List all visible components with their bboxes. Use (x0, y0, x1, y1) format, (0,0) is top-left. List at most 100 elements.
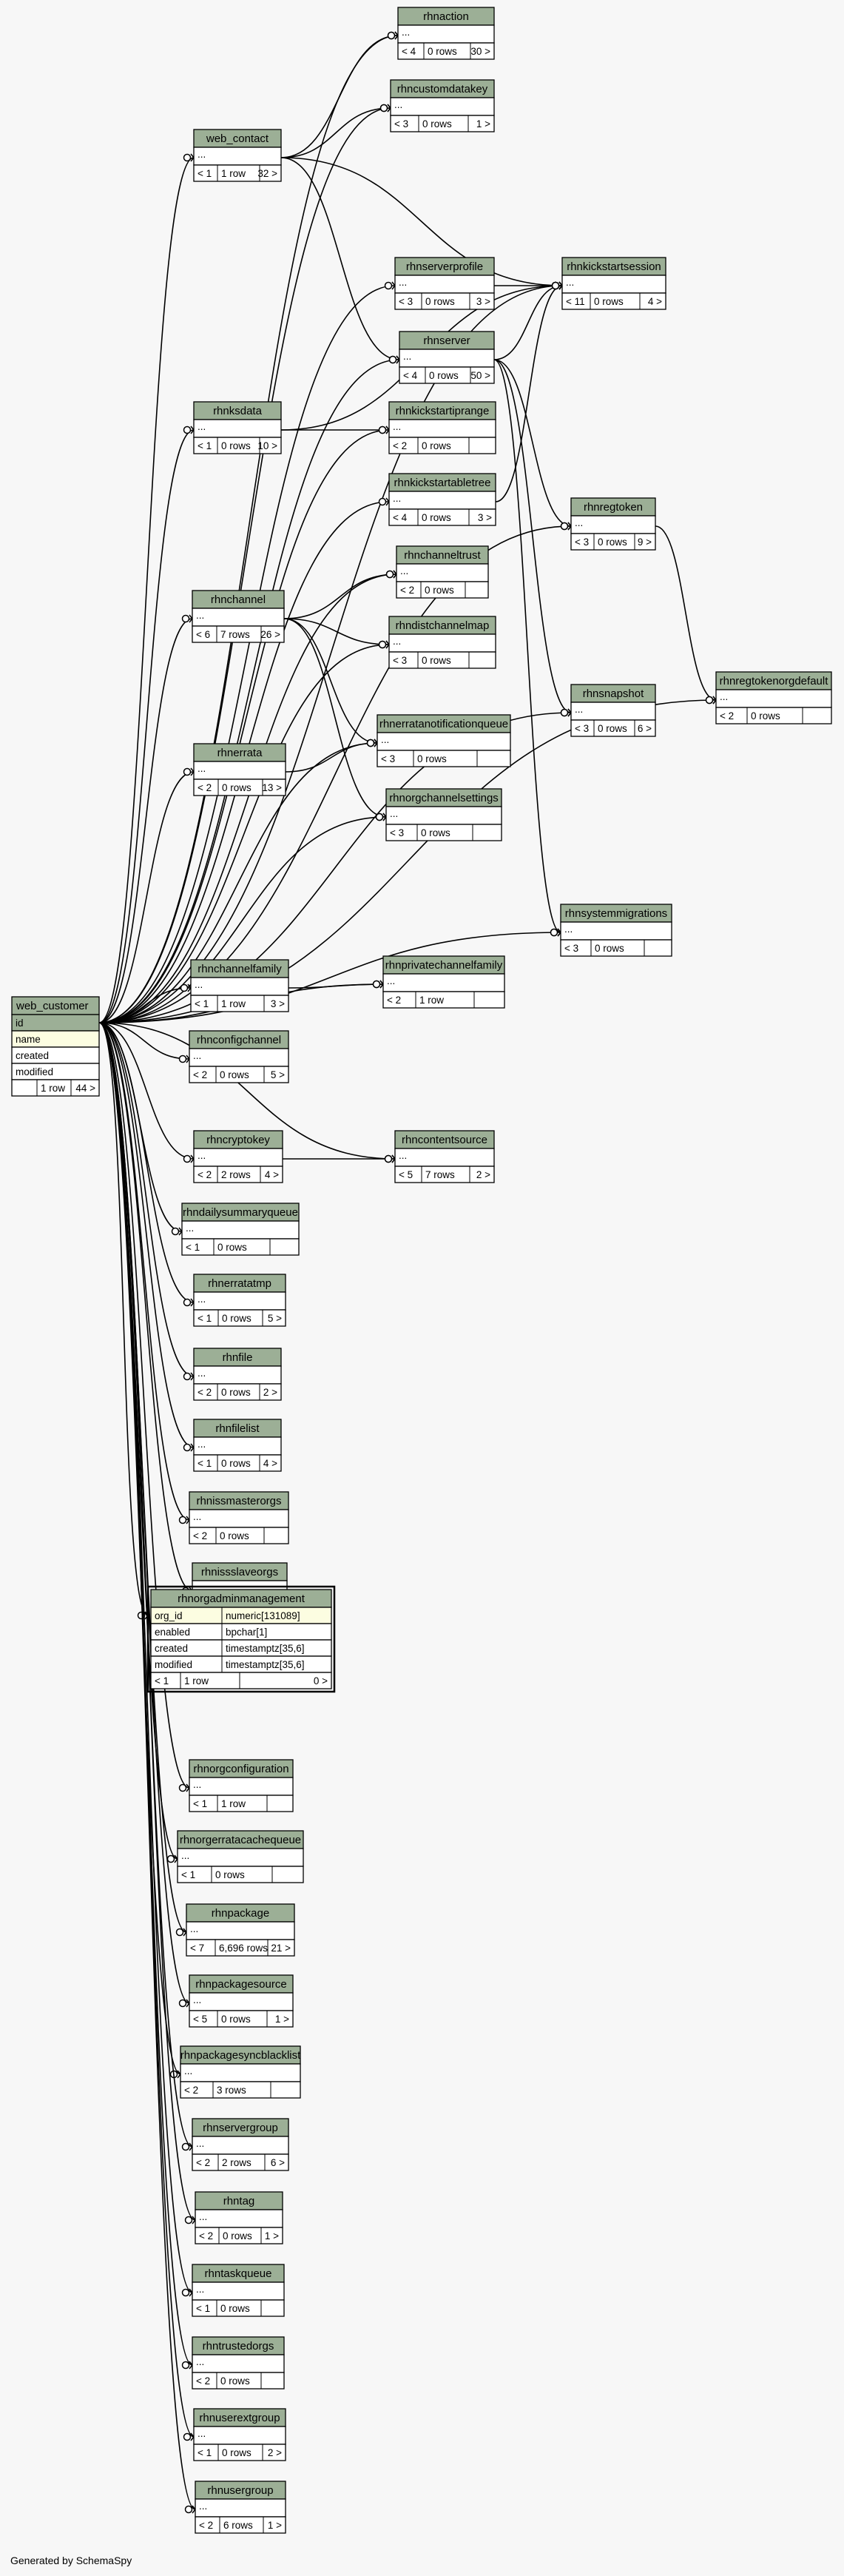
table-header (396, 545, 489, 565)
columns-collapsed (377, 732, 511, 751)
parents-count: < 3 (399, 296, 413, 307)
edge-rhnserver-rhnsnapshot (493, 359, 572, 713)
cardinality-marker (372, 980, 381, 989)
edge-web_customer-rhnconfigchannel (98, 1022, 190, 1060)
cardinality-marker (550, 928, 558, 937)
edge-web_customer-rhnaction (98, 35, 399, 1023)
table-name: rhntaskqueue (205, 2267, 272, 2280)
children-count: 32 > (257, 168, 277, 179)
table-header (390, 79, 495, 98)
ellipsis: ... (198, 149, 206, 160)
parents-count: < 4 (403, 370, 418, 381)
table-name: rhnprivatechannelfamily (385, 959, 503, 972)
columns-collapsed (193, 419, 282, 438)
ellipsis: ... (190, 1923, 198, 1934)
table-name: rhnuserextgroup (199, 2412, 280, 2424)
children-count: 5 > (268, 1313, 282, 1324)
cardinality-marker (560, 522, 569, 531)
ellipsis: ... (393, 493, 401, 504)
table-name: rhnpackagesyncblacklist (180, 2049, 301, 2062)
table-header (193, 743, 286, 762)
children-count: 6 > (638, 723, 652, 734)
ellipsis: ... (196, 1582, 204, 1593)
table-name: rhnfilelist (215, 1422, 260, 1435)
crow-foot (190, 1447, 195, 1452)
crow-foot (385, 426, 390, 431)
row-count: 0 rows (422, 512, 451, 523)
cardinality-marker (385, 570, 394, 579)
parents-count: < 5 (399, 1169, 413, 1180)
table-name: rhnorgadminmanagement (178, 1593, 305, 1605)
row-count: 0 rows (598, 537, 627, 548)
crow-foot (394, 35, 399, 40)
cardinality-marker (181, 614, 190, 623)
row-count: 7 rows (425, 1169, 455, 1180)
crow-foot (189, 2288, 193, 2293)
cardinality-marker (378, 426, 387, 434)
edge-rhnserver-rhnkickstartsession (493, 285, 563, 360)
columns-collapsed (193, 1365, 282, 1385)
cardinality-marker (388, 355, 397, 364)
ellipsis: ... (198, 1294, 206, 1305)
table-name: web_contact (206, 132, 269, 145)
table-header (193, 129, 282, 148)
row-count: 1 row (419, 995, 444, 1006)
crow-foot (385, 644, 390, 649)
column-org_id: org_id (155, 1610, 183, 1621)
cardinality-marker (378, 497, 387, 506)
columns-collapsed (189, 1509, 289, 1528)
crow-foot (558, 285, 563, 290)
row-count: 0 rows (220, 2303, 250, 2314)
children-count: 1 > (265, 2230, 279, 2242)
edge-web_customer-rhnissmasterorgs (98, 1022, 190, 1521)
crow-foot (174, 1854, 178, 1860)
crow-foot (190, 1443, 195, 1448)
cardinality-marker (183, 153, 192, 162)
crow-foot (712, 699, 717, 704)
crow-foot (391, 1158, 396, 1163)
crow-foot (190, 157, 195, 162)
